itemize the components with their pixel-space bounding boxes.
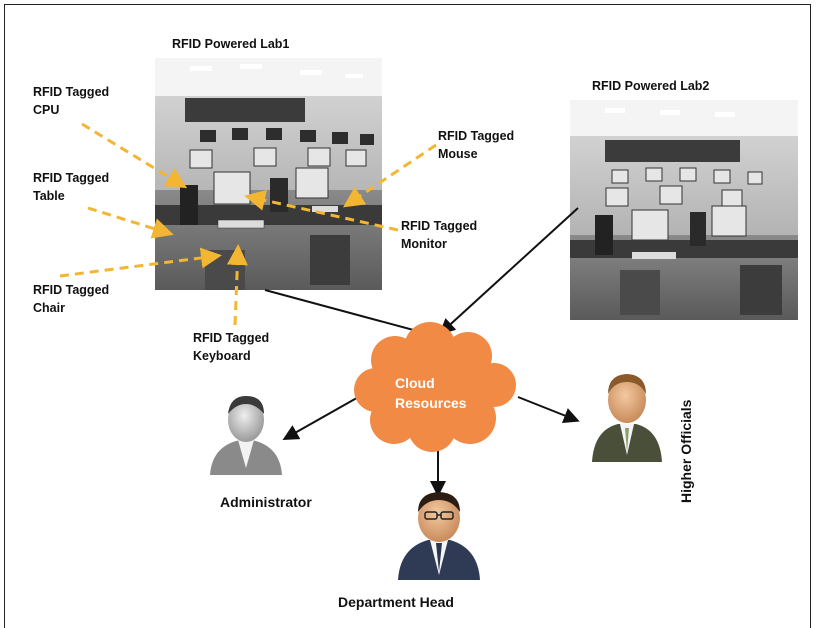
svg-text:RFID Tagged: RFID Tagged	[33, 171, 109, 185]
cloud-label-line1: Cloud	[395, 375, 435, 391]
tag-label-table: RFID Tagged Table	[33, 171, 109, 203]
tag-label-chair: RFID Tagged Chair	[33, 283, 109, 315]
svg-text:RFID Tagged: RFID Tagged	[438, 129, 514, 143]
cloud-resources	[354, 322, 516, 452]
svg-text:Keyboard: Keyboard	[193, 349, 251, 363]
svg-text:Chair: Chair	[33, 301, 65, 315]
tag-arrow-cpu	[81, 122, 188, 189]
connector-lab2-cloud	[439, 207, 579, 335]
lab2-title: RFID Powered Lab2	[592, 79, 709, 93]
tag-label-cpu: RFID Tagged CPU	[33, 85, 109, 117]
tag-arrow-chair	[59, 247, 222, 278]
tag-label-monitor: RFID Tagged Monitor	[401, 219, 477, 251]
tag-label-mouse: RFID Tagged Mouse	[438, 129, 514, 161]
svg-text:RFID Tagged: RFID Tagged	[193, 331, 269, 345]
higher-officials-avatar	[592, 374, 662, 462]
tag-label-keyboard: RFID Tagged Keyboard	[193, 331, 269, 363]
diagram-frame	[4, 4, 811, 628]
higher-officials-label: Higher Officials	[678, 399, 694, 503]
administrator-label: Administrator	[220, 494, 312, 510]
svg-text:RFID Tagged: RFID Tagged	[401, 219, 477, 233]
svg-text:RFID Tagged: RFID Tagged	[33, 85, 109, 99]
svg-text:Table: Table	[33, 189, 65, 203]
svg-text:CPU: CPU	[33, 103, 59, 117]
svg-text:Mouse: Mouse	[438, 147, 478, 161]
lab1-title: RFID Powered Lab1	[172, 37, 289, 51]
cloud-label-line2: Resources	[395, 395, 467, 411]
tag-arrow-monitor	[244, 190, 399, 232]
connector-cloud-administrator	[282, 394, 363, 440]
department-head-avatar	[398, 492, 480, 580]
department-head-label: Department Head	[338, 594, 454, 610]
lab2-photo	[570, 100, 798, 320]
lab1-photo	[155, 58, 382, 290]
svg-text:Monitor: Monitor	[401, 237, 447, 251]
connector-cloud-higher-officials	[517, 396, 580, 424]
tag-arrow-keyboard	[226, 244, 248, 326]
connector-lab1-cloud	[264, 289, 433, 336]
administrator-avatar	[210, 396, 282, 475]
svg-text:RFID Tagged: RFID Tagged	[33, 283, 109, 297]
tag-arrow-mouse	[343, 143, 437, 208]
